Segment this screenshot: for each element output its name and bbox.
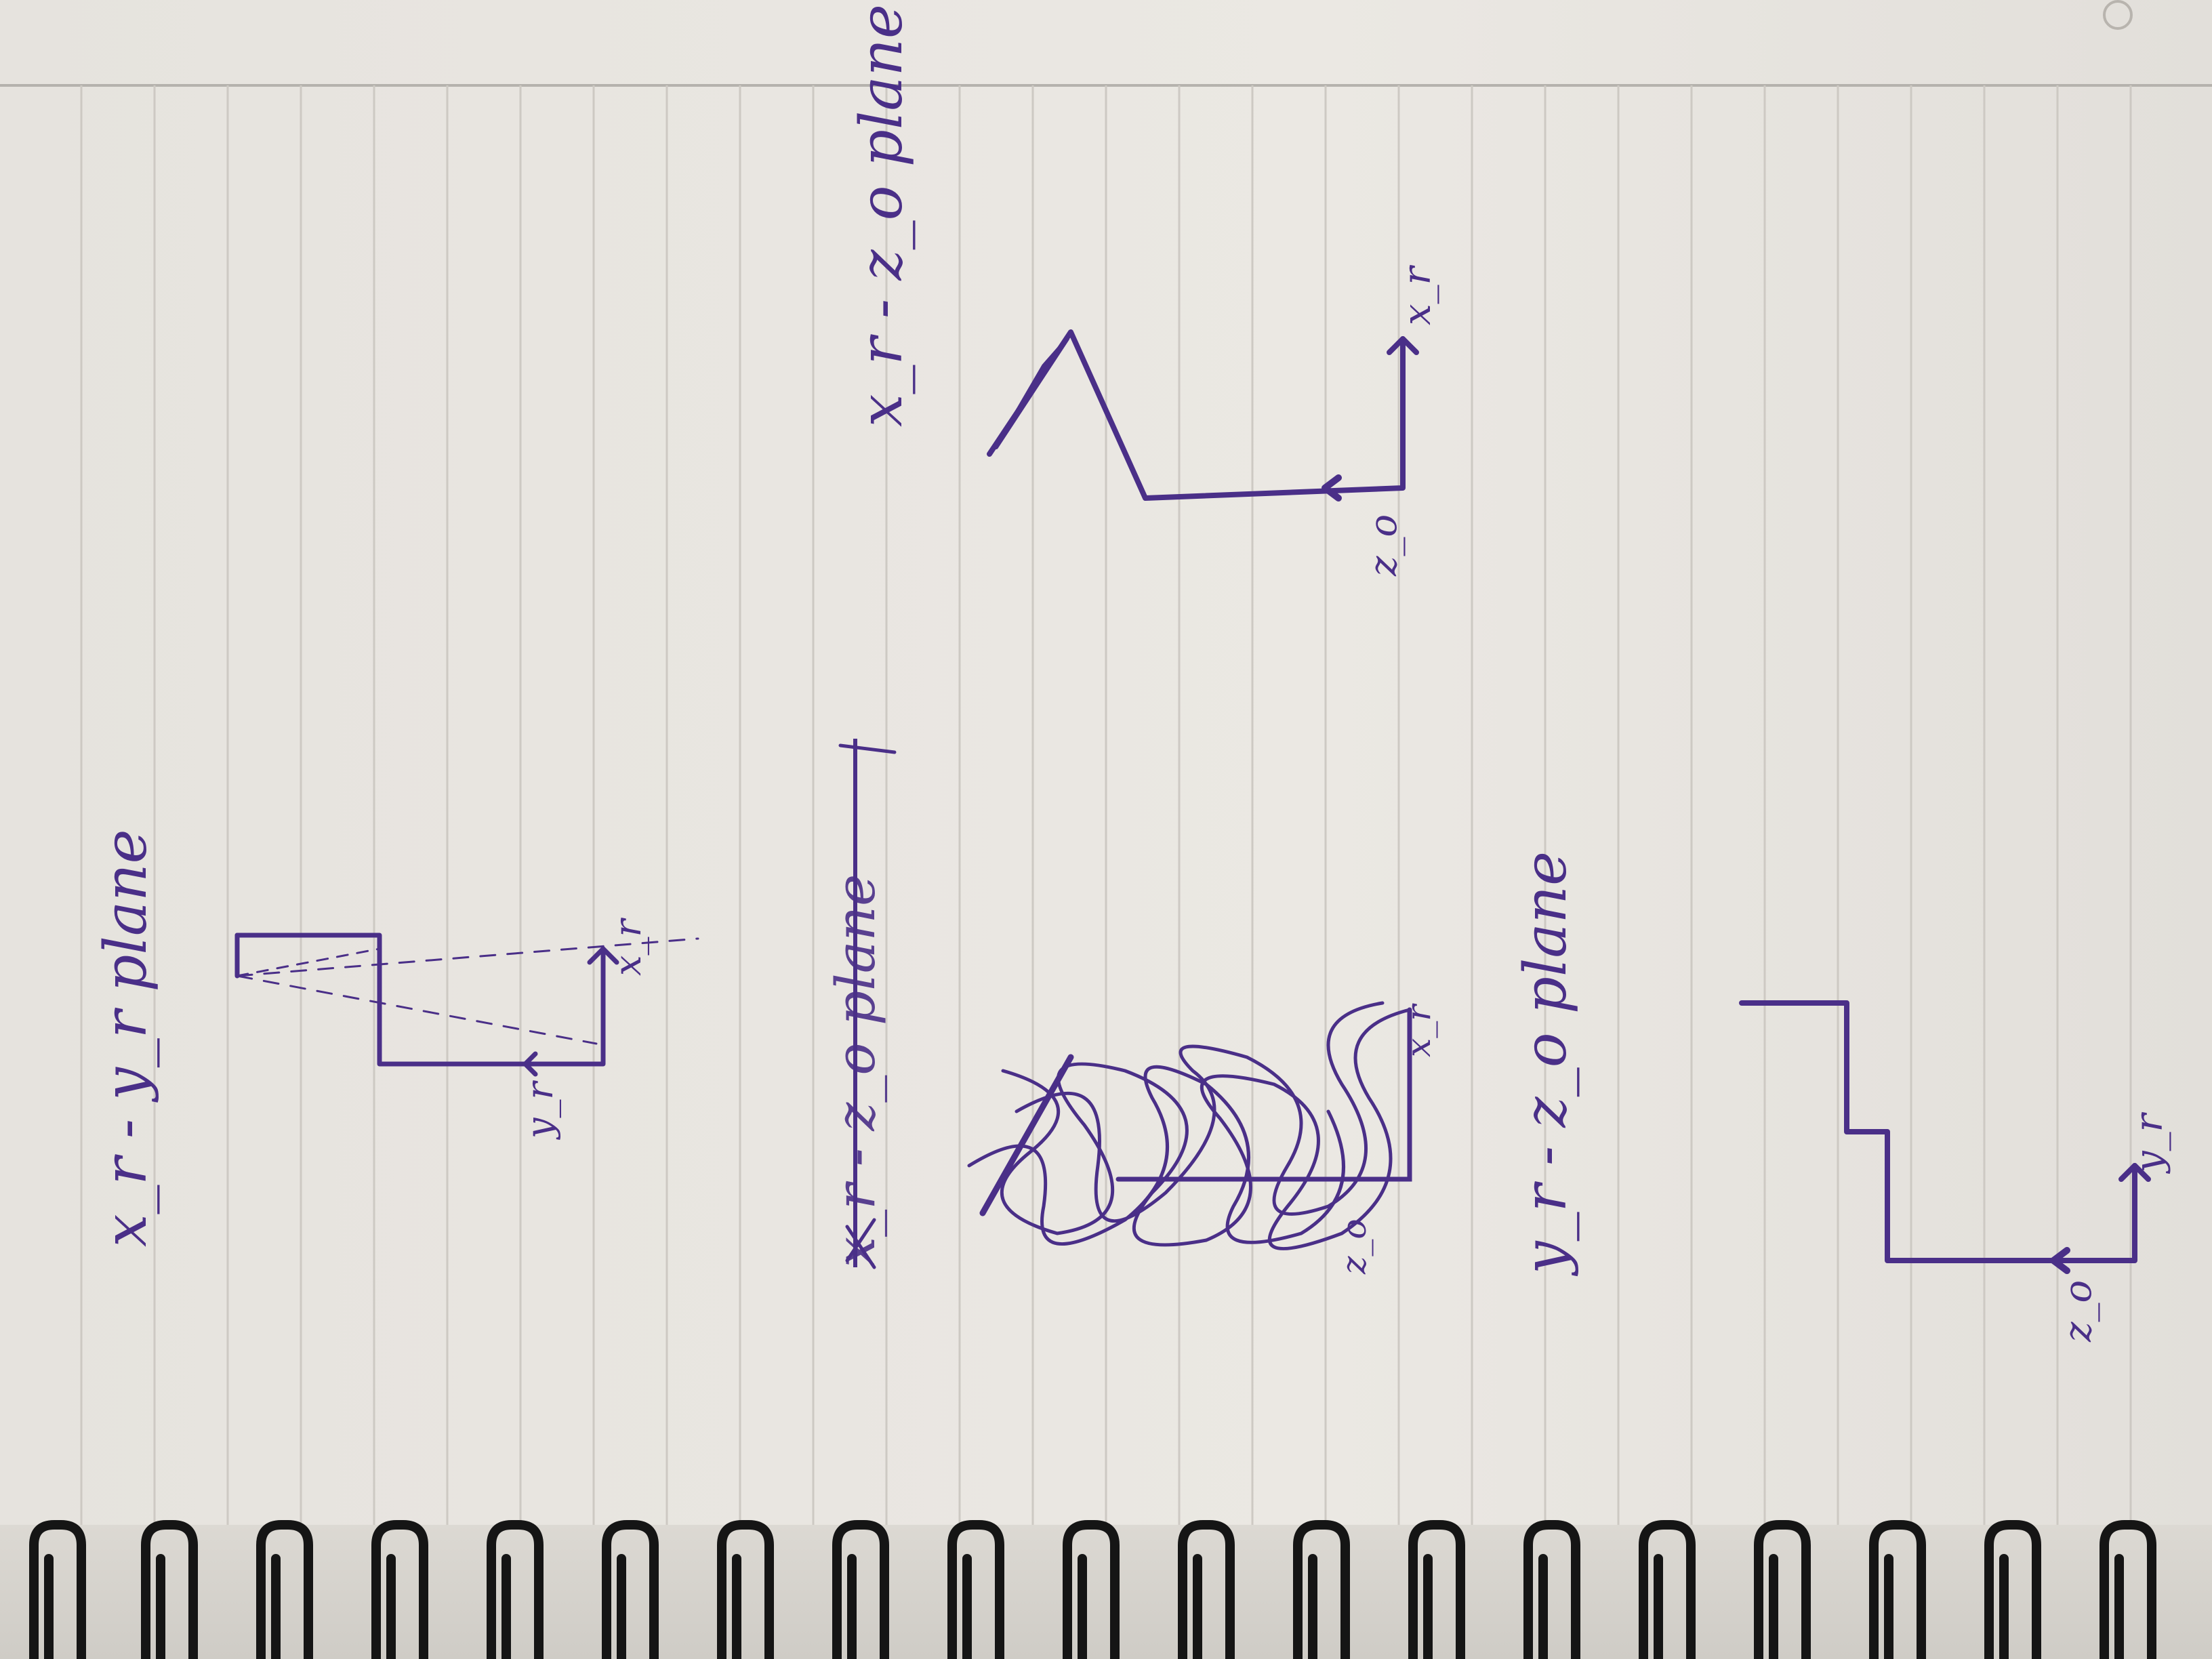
sketch4-axis-z: z_o: [2056, 1280, 2100, 1343]
sketch1-dashed-3: [236, 947, 381, 977]
sketch3-axis-z: z_o: [1361, 514, 1406, 577]
ruled-lines: [80, 85, 2132, 1525]
sketch1-axis-x: x_r: [607, 918, 649, 976]
scribble-3: [967, 1065, 1345, 1246]
sketch1-dashed-2: [236, 937, 699, 977]
binding-strip: [0, 1525, 2212, 1659]
sketch4-staircase: [1739, 1000, 2137, 1263]
sketch1-axis-y: y_r: [518, 1080, 561, 1140]
sketch3-arrow-z: [1322, 474, 1342, 501]
sketch4-arrow-y: [2118, 1163, 2151, 1182]
strike-through-title: [838, 743, 897, 754]
crossed-graph-line: [979, 1054, 1074, 1216]
sketch-yr-zo-plane: [1739, 1000, 2151, 1274]
sketch1-dashed-1: [236, 975, 598, 1045]
sketch2-axis-x: x_r: [1399, 1003, 1438, 1057]
sketch-xr-yr-plane: [234, 933, 699, 1077]
sketch-xr-zo-plane: [987, 329, 1419, 501]
sketch4-axis-y: y_r: [2127, 1111, 2171, 1174]
sketch3-title: x_r - z_o plane: [848, 4, 916, 427]
sketch1-step-curve: [234, 933, 606, 1067]
sketch1-title: x_r - y_r plane: [92, 830, 160, 1248]
sketch3-axis-x: x_r: [1395, 264, 1439, 325]
sketch4-title: y_r - z_o plane: [1512, 851, 1580, 1277]
crossed-graph-axes: [1115, 1007, 1412, 1182]
sketch1-arrow-y: [523, 1051, 538, 1077]
scribble-2: [1015, 1001, 1385, 1223]
lens-artifact: [2103, 0, 2133, 30]
scribble-1: [1000, 1008, 1412, 1250]
sketch3-arrow-x: [1387, 336, 1419, 355]
spiral-binding: [29, 1520, 2156, 1659]
sketch2-axis-z: z_o: [1334, 1219, 1374, 1275]
sketch-crossed-out: [838, 743, 1412, 1269]
sketch1-arrow-x: [587, 946, 619, 965]
sketch4-arrow-z: [2050, 1247, 2070, 1274]
sketch3-thick-edge: [994, 337, 1069, 449]
strike-through-label: [845, 1218, 876, 1269]
